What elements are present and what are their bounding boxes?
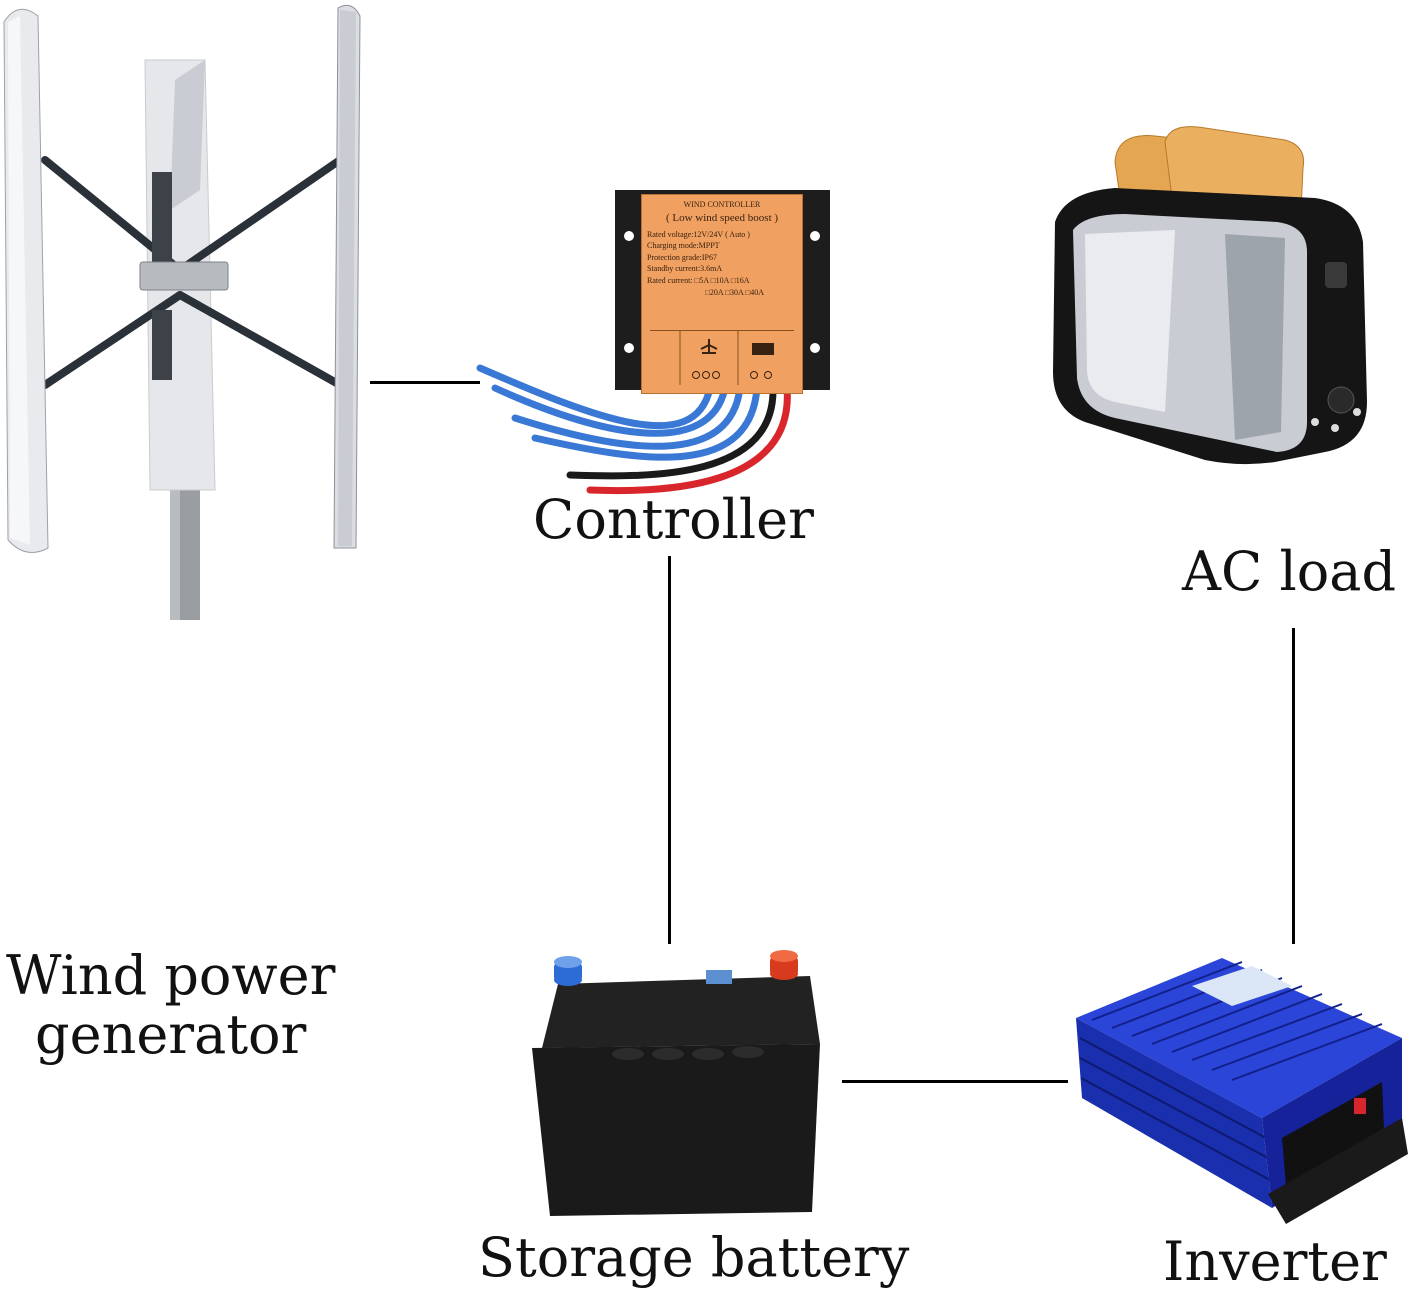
current-option: 20A bbox=[709, 287, 724, 297]
connector-turbine-controller bbox=[370, 381, 480, 384]
connector-battery-inverter bbox=[842, 1080, 1068, 1083]
controller-spec-voltage: Rated voltage:12V/24V ( Auto ) bbox=[647, 229, 750, 239]
current-option: 16A bbox=[735, 275, 750, 285]
controller-terminal-strip bbox=[650, 330, 794, 387]
current-option: 40A bbox=[750, 287, 764, 297]
controller-spec-mode: Charging mode:MPPT bbox=[647, 241, 720, 251]
connector-inverter-acload bbox=[1292, 628, 1295, 944]
wind-turbine-icon bbox=[3, 4, 361, 620]
controller-subtitle: ( Low wind speed boost ) bbox=[665, 211, 779, 224]
label-generator-line1: Wind power bbox=[6, 944, 336, 1007]
connector-controller-battery bbox=[668, 556, 671, 944]
label-inverter: Inverter bbox=[1163, 1230, 1387, 1293]
inverter-icon bbox=[1076, 958, 1408, 1224]
label-ac-load: AC load bbox=[1182, 540, 1397, 603]
label-controller: Controller bbox=[533, 488, 814, 551]
controller-spec-protection: Protection grade:IP67 bbox=[647, 252, 717, 262]
battery-icon bbox=[532, 950, 820, 1216]
label-generator-line2: generator bbox=[35, 1003, 307, 1067]
wind-controller: WIND CONTROLLER ( Low wind speed boost )… bbox=[475, 188, 835, 498]
controller-spec-standby: Standby current:3.6mA bbox=[647, 264, 723, 274]
current-option: 5A bbox=[699, 275, 709, 285]
current-option: 10A bbox=[715, 275, 729, 285]
controller-current-row1: Rated current: □5A □10A □16A bbox=[647, 275, 750, 285]
controller-current-row2: □20A □30A □40A bbox=[705, 287, 764, 297]
terminal-icons bbox=[679, 331, 774, 385]
label-storage-battery: Storage battery bbox=[478, 1226, 910, 1289]
label-wind-power-generator: Wind power generator bbox=[6, 946, 335, 1065]
controller-face: WIND CONTROLLER ( Low wind speed boost )… bbox=[641, 194, 803, 394]
controller-current-label: Rated current: bbox=[647, 275, 693, 285]
toaster-icon bbox=[1053, 126, 1367, 465]
controller-title: WIND CONTROLLER bbox=[683, 200, 761, 209]
current-option: 30A bbox=[730, 287, 744, 297]
